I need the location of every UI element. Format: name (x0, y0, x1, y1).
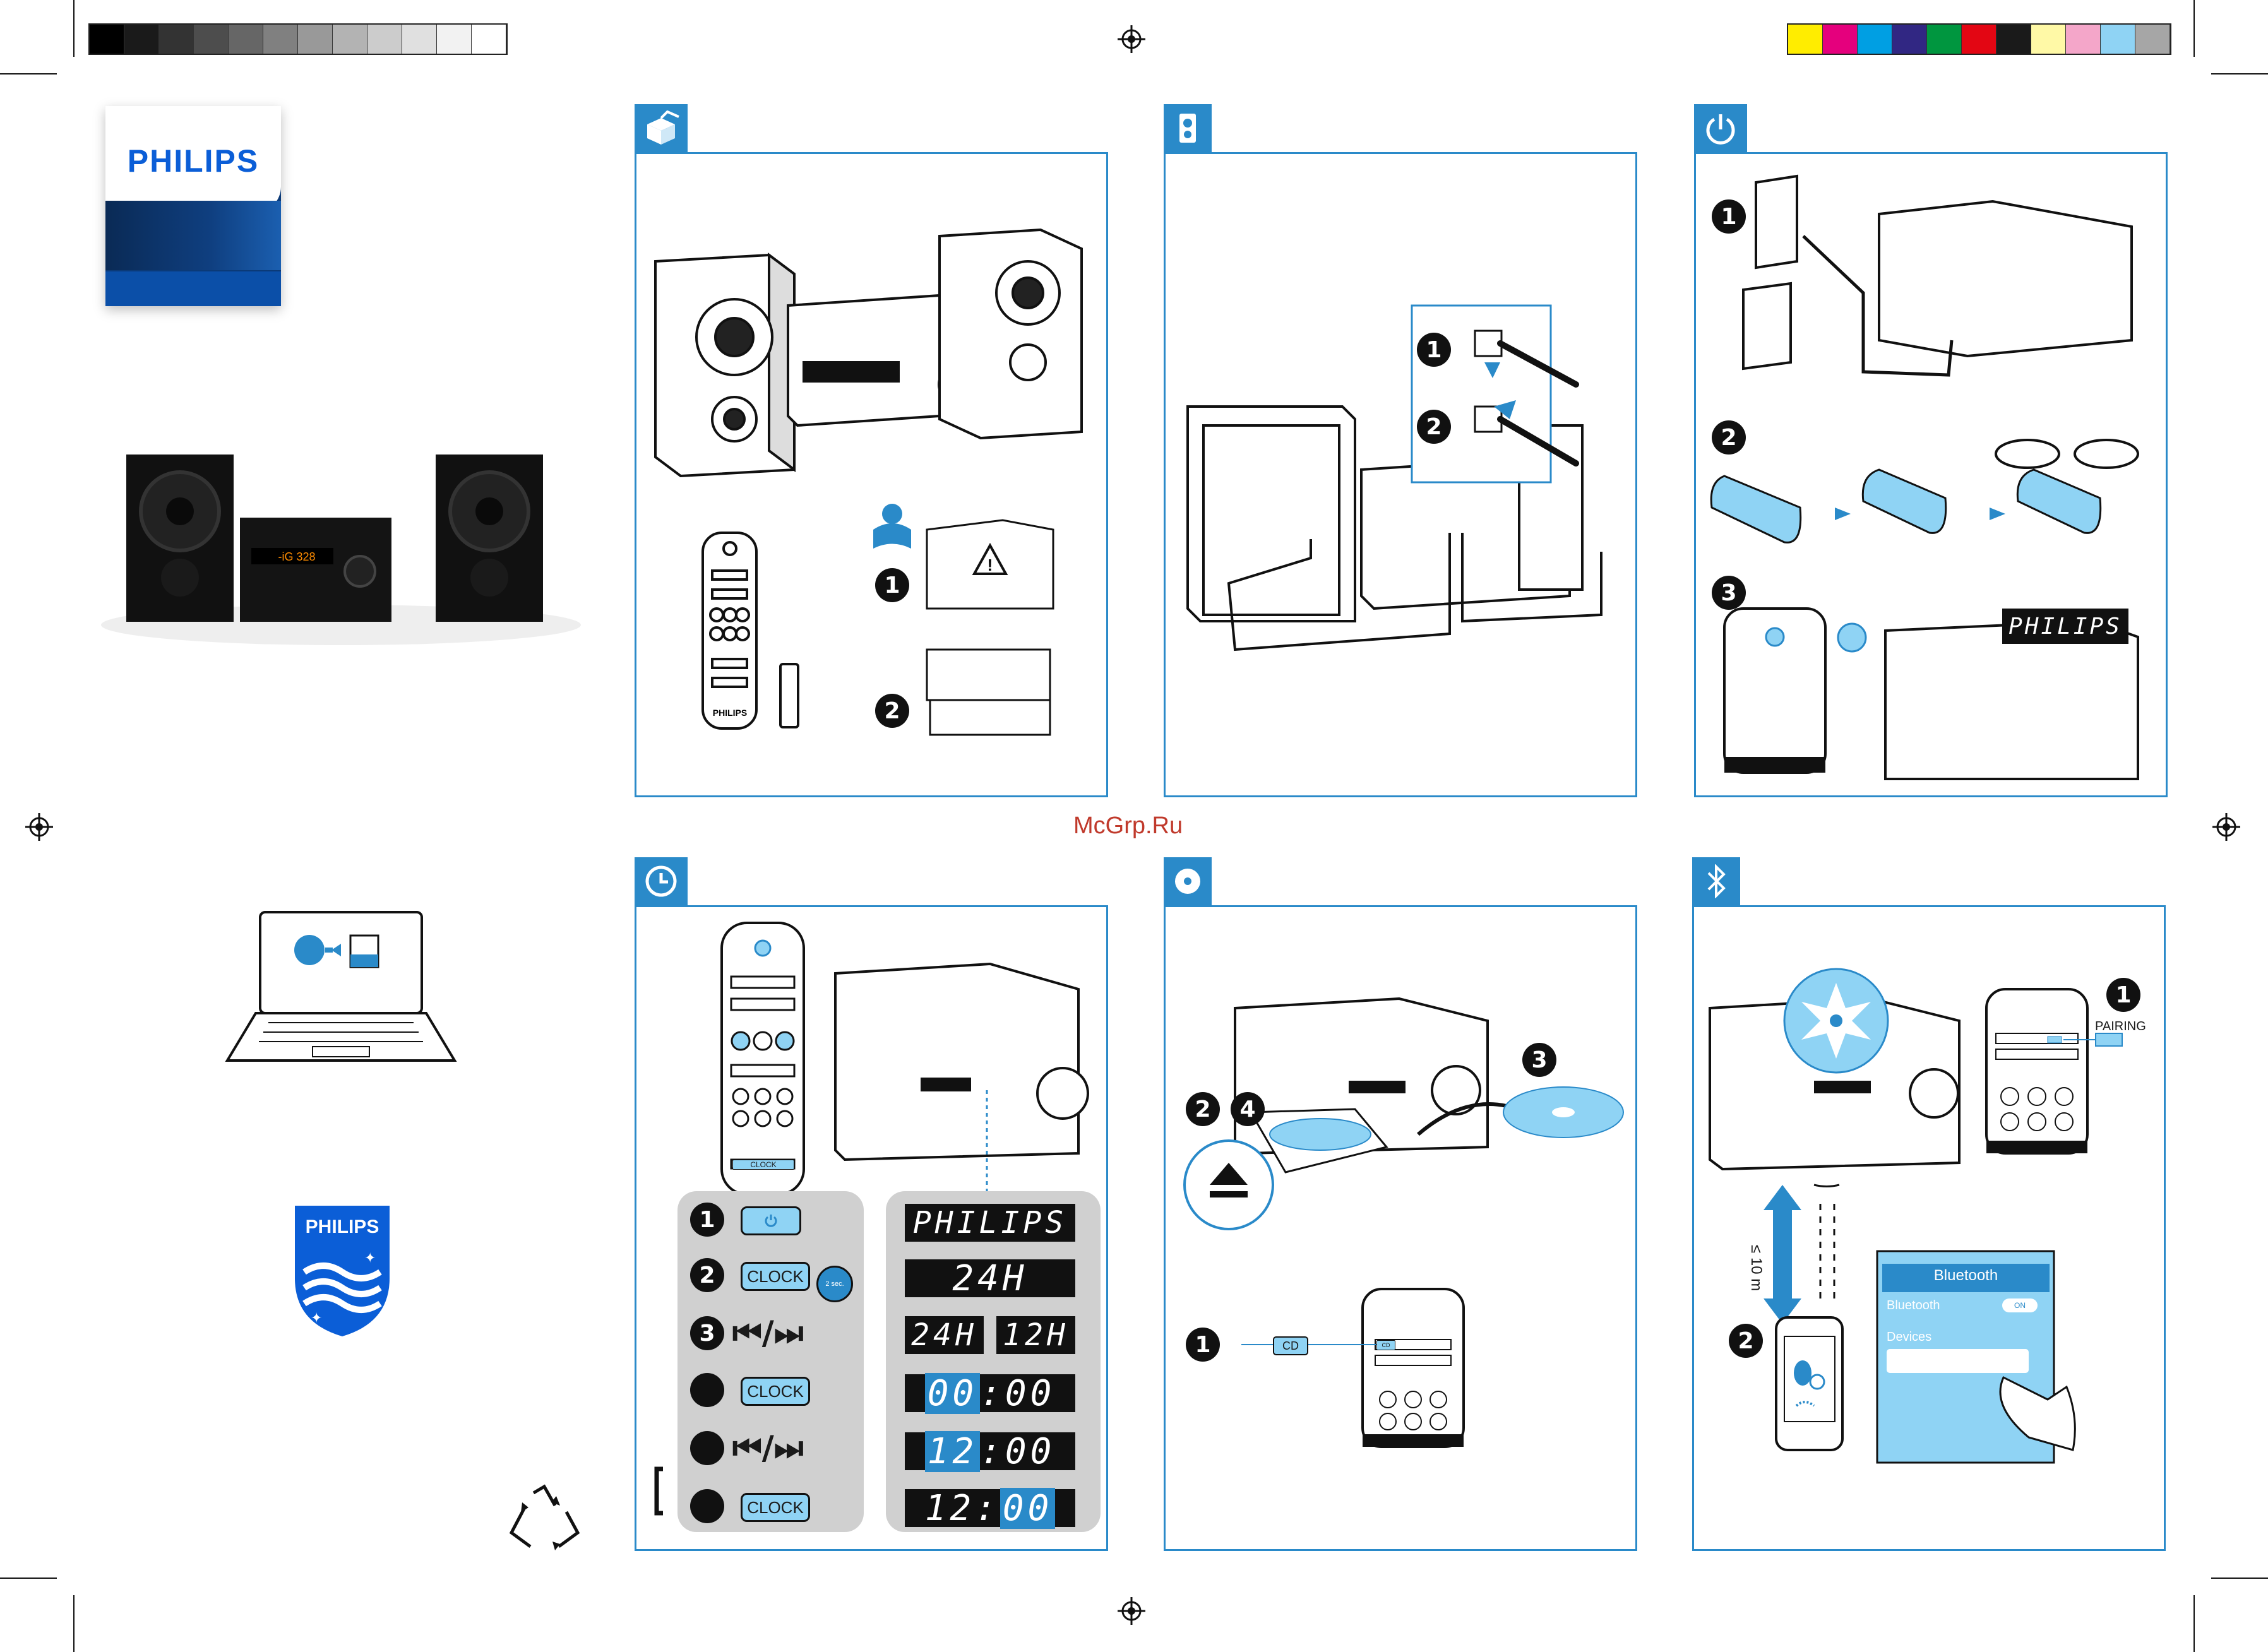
svg-text:✦: ✦ (364, 1250, 376, 1266)
step-number: 3 (1712, 576, 1746, 610)
clock-button[interactable]: CLOCK (741, 1493, 810, 1522)
cd-illustration (1166, 907, 1635, 1549)
remote-battery-sequence (1711, 470, 2101, 542)
power-display: PHILIPS (2003, 609, 2127, 644)
step-number: 1 (875, 568, 909, 602)
panel-bluetooth: 1 2 PAIRING ≤ 10 m Bluetooth Bluetooth O… (1692, 905, 2166, 1551)
svg-text:PHILIPS: PHILIPS (713, 708, 747, 718)
hour-digits: 12 (925, 1431, 980, 1472)
step-number: 3 (1522, 1043, 1556, 1077)
pairing-label: PAIRING (2095, 1019, 2146, 1034)
minute-digits: 00 (1005, 1431, 1055, 1472)
panel-bluetooth-tab (1692, 857, 1740, 905)
display-24h: 24H (905, 1259, 1075, 1297)
hour-digits: 12 (925, 1488, 975, 1529)
cd-button-on-remote: CD (1376, 1340, 1395, 1350)
cd-button[interactable]: CD (1273, 1336, 1308, 1355)
hold-timer: 2 sec. (816, 1266, 853, 1302)
step-number: 2 (690, 1258, 724, 1292)
colon: : (980, 1373, 1005, 1414)
panel-clock: . CLOCK 1 2 CLOCK 2 sec. 3 ⏮/⏭ CLOCK ⏮/⏭… (635, 905, 1108, 1551)
step-number: 2 (1417, 410, 1451, 444)
display-hour-blink: 00:00 (905, 1374, 1075, 1412)
philips-cover-logo: PHILIPS (105, 106, 281, 306)
colon: : (975, 1488, 1000, 1529)
panel-speakers-tab (1164, 104, 1212, 152)
step-number: 2 (1186, 1092, 1220, 1126)
brand-wordmark: PHILIPS (105, 143, 281, 179)
step-marker (690, 1431, 724, 1465)
panel-clock-tab (635, 857, 688, 905)
bluetooth-icon (1705, 864, 1728, 898)
watermark-text: McGrp.Ru (1073, 812, 1183, 840)
philips-shield-logo: ✦ ✦ PHILIPS (292, 1203, 393, 1338)
bluetooth-illustration (1694, 907, 2164, 1549)
minute-digits: 00 (1000, 1488, 1055, 1529)
prev-next-buttons[interactable]: ⏮/⏭ (732, 1314, 804, 1353)
screen-title: Bluetooth (1882, 1267, 2050, 1285)
laptop-download-icon (224, 909, 458, 1064)
clock-button[interactable]: CLOCK (741, 1377, 810, 1406)
display-philips: PHILIPS (905, 1204, 1075, 1242)
step-number: 1 (1417, 333, 1451, 367)
panel-power: 1 2 3 PHILIPS (1694, 152, 2168, 797)
prev-next-buttons[interactable]: ⏮/⏭ (732, 1429, 804, 1468)
clock-button[interactable]: CLOCK (741, 1262, 810, 1291)
product-photo: -iG 328 (88, 442, 594, 650)
clock-icon (644, 864, 678, 898)
hour-digits: 00 (925, 1373, 980, 1414)
power-icon (1703, 110, 1738, 146)
panel-cd-tab (1164, 857, 1212, 905)
display-12h-option: 12H (996, 1316, 1075, 1354)
step-number: 2 (1712, 420, 1746, 455)
svg-text:✦: ✦ (311, 1310, 322, 1326)
panel-cd: 2 4 3 1 CD CD (1164, 905, 1637, 1551)
panel-power-tab (1694, 104, 1747, 152)
step-number: 3 (690, 1316, 724, 1350)
step-number: 2 (1729, 1324, 1763, 1358)
display-minute-blink: 12:00 (905, 1489, 1075, 1527)
panel-unpack-tab (635, 104, 688, 152)
box-open-icon (642, 110, 680, 146)
hold-time-label: 2 sec. (825, 1280, 844, 1288)
minute-digits: 00 (1005, 1373, 1055, 1414)
unpack-illustration: PHILIPS ! (636, 154, 1106, 795)
speaker-connection-illustration (1166, 154, 1635, 795)
svg-text:!: ! (988, 556, 993, 574)
panel-speakers: 1 2 (1164, 152, 1637, 797)
recycle-icon (508, 1483, 581, 1553)
disc-icon (1172, 865, 1203, 897)
power-icon (763, 1213, 779, 1228)
step-number: 1 (1186, 1328, 1220, 1362)
step-number: 1 (690, 1203, 724, 1237)
display-hour-set: 12:00 (905, 1432, 1075, 1470)
devices-label: Devices (1887, 1330, 1931, 1345)
step-number: 1 (2106, 978, 2140, 1012)
bluetooth-row-label: Bluetooth (1887, 1298, 1940, 1313)
colon: : (980, 1431, 1005, 1472)
step-number: 2 (875, 694, 909, 728)
step-number: 4 (1231, 1092, 1265, 1126)
panel-unpack: PHILIPS ! 1 2 (635, 152, 1108, 797)
svg-text:-iG 328: -iG 328 (278, 550, 315, 563)
step-marker (690, 1489, 724, 1523)
power-button[interactable] (741, 1206, 801, 1235)
clock-label-on-remote: CLOCK (732, 1160, 794, 1170)
step-number: 1 (1712, 199, 1746, 234)
shield-wordmark: PHILIPS (292, 1216, 393, 1238)
range-label: ≤ 10 m (1747, 1245, 1765, 1291)
display-24h-option: 24H (905, 1316, 984, 1354)
speaker-icon (1178, 112, 1197, 144)
remote-control (703, 533, 798, 728)
power-illustration (1696, 154, 2166, 795)
bluetooth-toggle[interactable]: ON (2002, 1298, 2038, 1312)
step-marker (690, 1373, 724, 1407)
